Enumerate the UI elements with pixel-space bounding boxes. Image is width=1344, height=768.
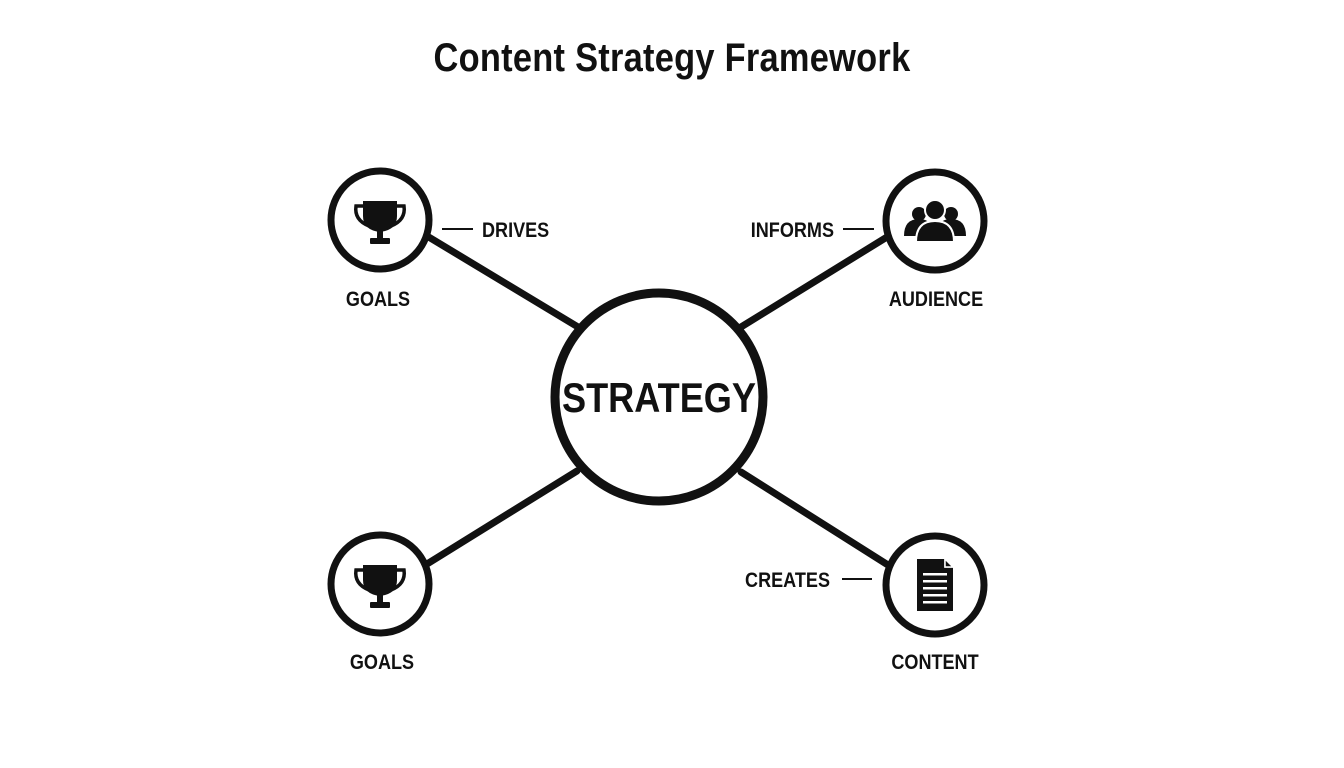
center-node bbox=[550, 288, 768, 506]
connector-audience bbox=[737, 233, 891, 331]
node-label-content: CONTENT bbox=[891, 651, 978, 675]
connector-goals-top bbox=[423, 232, 582, 331]
edge-label-informs: INFORMS bbox=[751, 219, 834, 243]
node-content bbox=[882, 532, 988, 638]
node-goals-top bbox=[327, 167, 433, 273]
center-label: STRATEGY bbox=[562, 376, 756, 422]
node-label-goals-bottom: GOALS bbox=[350, 651, 414, 675]
connector-goals-bottom bbox=[423, 467, 581, 568]
trophy-icon bbox=[354, 201, 406, 244]
people-icon bbox=[904, 199, 966, 243]
document-icon bbox=[917, 557, 955, 611]
edge-label-drives: DRIVES bbox=[482, 219, 549, 243]
node-label-goals-top: GOALS bbox=[346, 288, 410, 312]
connector-content bbox=[737, 468, 892, 569]
node-goals-bottom bbox=[327, 531, 433, 637]
node-audience bbox=[882, 168, 988, 274]
node-label-audience: AUDIENCE bbox=[889, 288, 983, 312]
trophy-icon bbox=[354, 565, 406, 608]
diagram-title: Content Strategy Framework bbox=[433, 36, 911, 80]
edge-label-creates: CREATES bbox=[745, 569, 830, 593]
